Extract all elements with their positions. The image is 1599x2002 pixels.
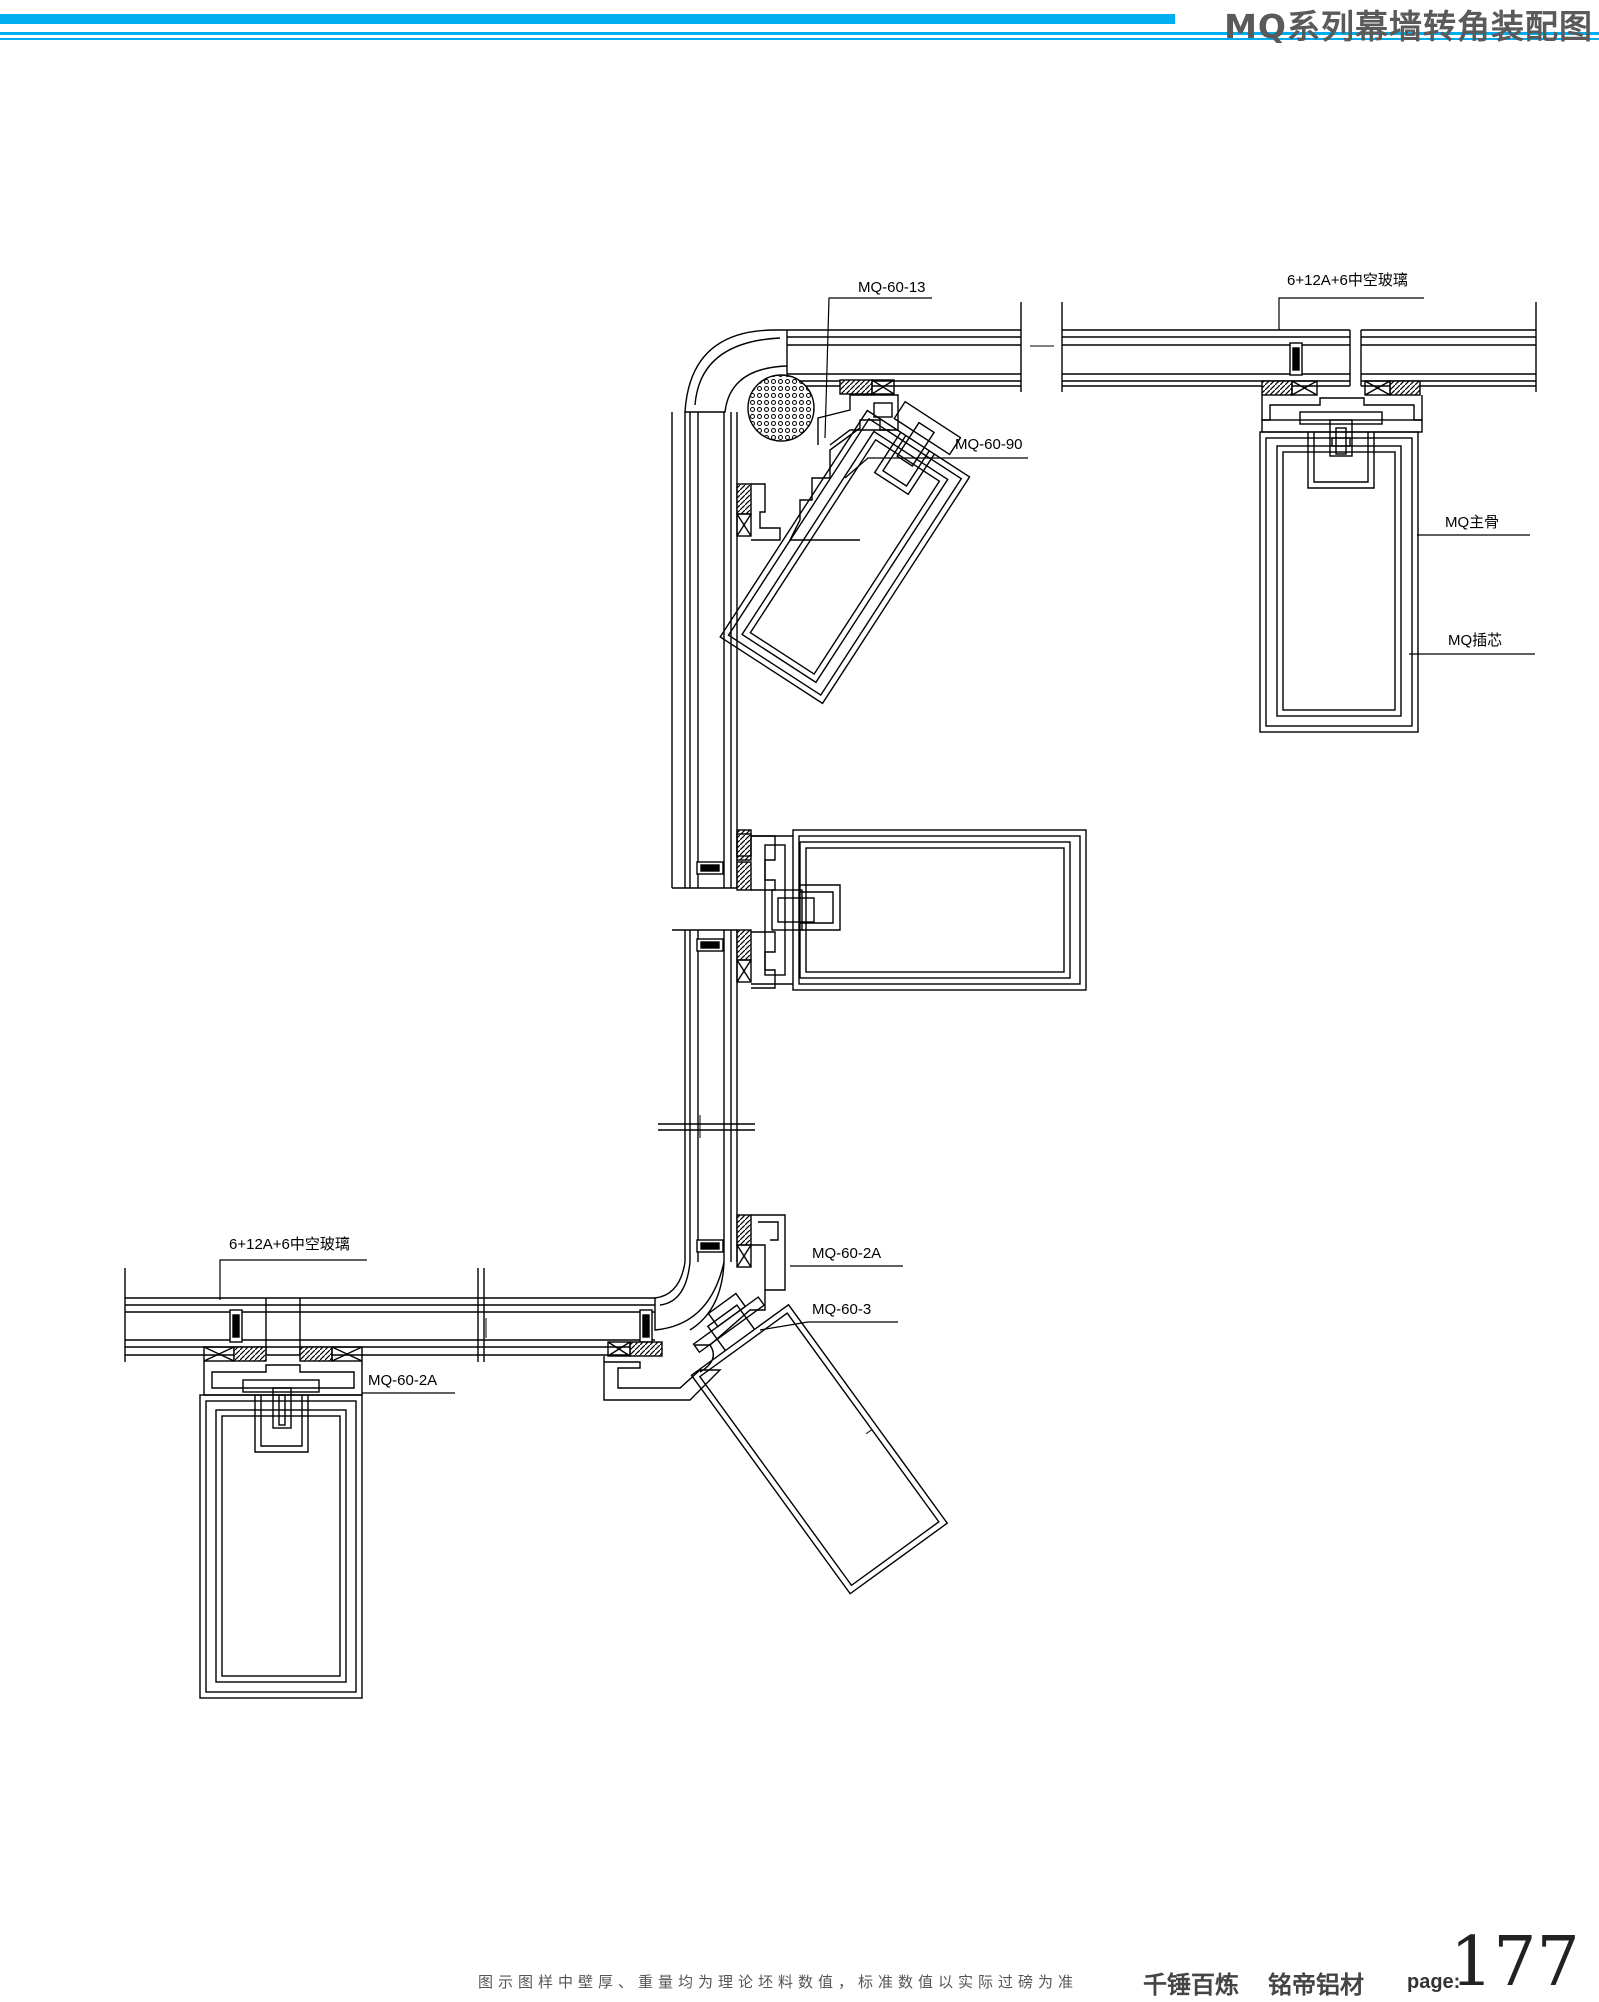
header-accent-bar xyxy=(0,14,1175,24)
label-top-glass: 6+12A+6中空玻璃 xyxy=(1287,272,1408,289)
header-rule xyxy=(0,32,1599,35)
page-title: MQ系列幕墙转角装配图 xyxy=(1224,7,1593,46)
top-right-mullion xyxy=(1259,380,1423,733)
label-bottom-adapter: MQ-60-3 xyxy=(812,1301,871,1318)
header-rule-secondary xyxy=(0,38,1599,40)
top-insulated-glass xyxy=(787,302,1537,392)
leader-lines xyxy=(219,297,1535,1394)
footer: 图示图样中壁厚、重量均为理论坯料数值，标准数值以实际过磅为准 千锤百炼 铭帝铝材… xyxy=(0,1929,1599,2000)
top-corner-cap xyxy=(684,329,899,541)
header-band: MQ系列幕墙转角装配图 xyxy=(0,0,1599,50)
footer-brand-name: 铭帝铝材 xyxy=(1268,1970,1364,1999)
bottom-left-mullion xyxy=(199,1346,363,1699)
vertical-insulated-glass-lower xyxy=(658,929,786,1291)
vertical-insulated-glass-upper xyxy=(671,412,781,891)
label-top-adapter: MQ-60-90 xyxy=(955,436,1023,453)
page-label: page: xyxy=(1407,1971,1461,1993)
page-number: 177 xyxy=(1450,1923,1580,2002)
label-bottom-right-profile: MQ-60-2A xyxy=(812,1245,881,1262)
bottom-angled-mullion xyxy=(690,1292,949,1595)
middle-mullion xyxy=(751,829,1087,991)
label-insert-core: MQ插芯 xyxy=(1448,632,1502,649)
label-top-corner-profile: MQ-60-13 xyxy=(858,279,926,296)
footer-disclaimer: 图示图样中壁厚、重量均为理论坯料数值，标准数值以实际过磅为准 xyxy=(478,1973,1079,1991)
footer-slogan: 千锤百炼 xyxy=(1143,1970,1239,1999)
bottom-insulated-glass xyxy=(124,1268,722,1401)
top-angled-mullion xyxy=(719,400,971,705)
label-bottom-left-profile: MQ-60-2A xyxy=(368,1372,437,1389)
label-main-mullion: MQ主骨 xyxy=(1445,514,1499,531)
label-bottom-glass: 6+12A+6中空玻璃 xyxy=(229,1236,350,1253)
